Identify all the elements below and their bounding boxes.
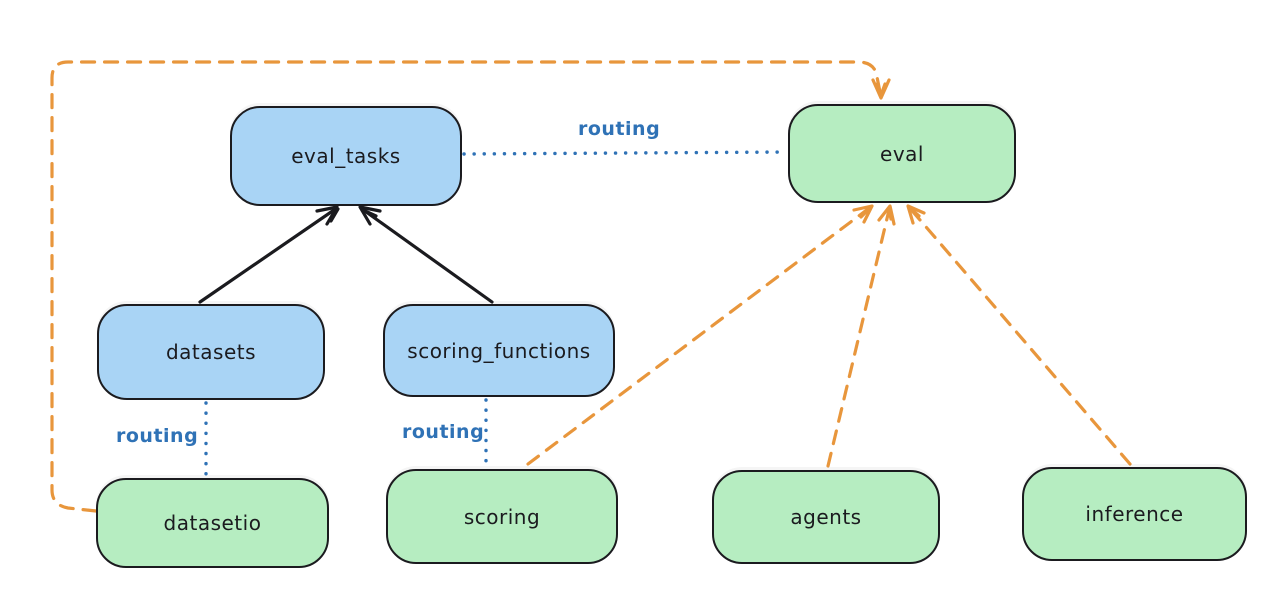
node-datasets-label: datasets: [165, 340, 257, 364]
node-scoring: scoring: [386, 469, 618, 564]
node-scoring-label: scoring: [463, 504, 541, 529]
node-eval-tasks-label: eval_tasks: [291, 144, 401, 168]
node-inference-label: inference: [1085, 502, 1184, 526]
edge-scoring_functions-to-eval_tasks: [358, 205, 494, 304]
routing-label-datasets-datasetio: routing: [116, 425, 199, 447]
edge-inference-to-eval: [906, 204, 1132, 466]
node-agents-label: agents: [790, 505, 862, 529]
node-datasets: datasets: [97, 304, 325, 400]
routing-label-eval_tasks-eval: routing: [578, 118, 661, 140]
node-eval-tasks: eval_tasks: [230, 106, 462, 206]
edge-scoring-to-eval: [526, 204, 874, 466]
node-eval-label: eval: [880, 141, 924, 166]
node-eval: eval: [788, 104, 1016, 203]
node-scoring-functions-label: scoring_functions: [407, 338, 591, 363]
edge-datasetio-to-eval: [50, 60, 891, 513]
edge-datasets-to-eval_tasks: [198, 205, 340, 304]
node-inference: inference: [1022, 467, 1247, 561]
node-datasetio: datasetio: [96, 478, 329, 568]
edge-agents-to-eval: [826, 204, 896, 468]
node-datasetio-label: datasetio: [163, 511, 262, 535]
routing-label-scoring_functions-scoring: routing: [402, 421, 485, 443]
node-scoring-functions: scoring_functions: [383, 304, 615, 397]
node-agents: agents: [712, 470, 940, 564]
edge-eval_tasks-to-eval: [462, 150, 788, 156]
